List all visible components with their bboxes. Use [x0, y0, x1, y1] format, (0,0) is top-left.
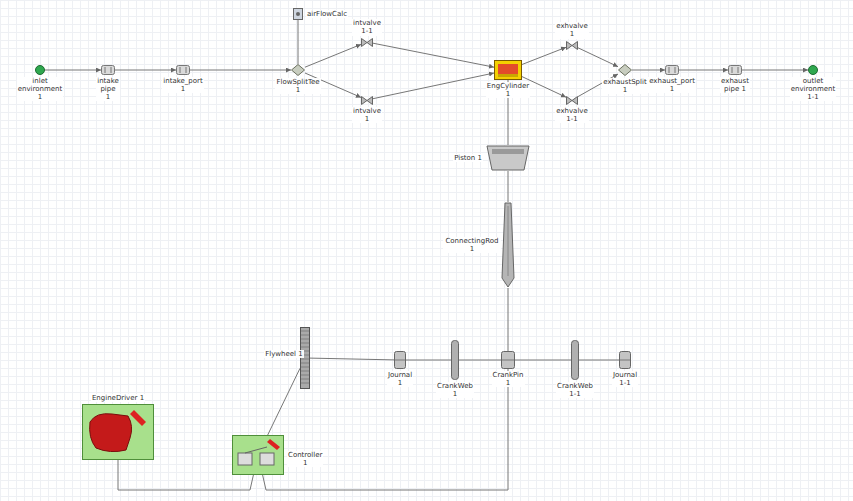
component-label: EngineDriver 1 [91, 394, 145, 402]
web-icon [451, 340, 459, 380]
connector-line [45, 70, 101, 71]
connector-line [115, 70, 176, 71]
dot-component: inlet environment 1 [35, 65, 45, 75]
component-label: intake pipe 1 [96, 77, 120, 101]
rod-component: ConnectingRod 1 [501, 202, 515, 288]
pin-component: CrankPin 1 [501, 351, 515, 369]
component-label: exhvalve 1-1 [555, 107, 589, 123]
journal-icon [619, 351, 631, 369]
component-label: exhaust pipe 1 [720, 77, 750, 93]
pipe-component: exhaust pipe 1 [728, 65, 742, 75]
component-label: Journal 1-1 [612, 371, 638, 387]
cyl-component: EngCylinder 1 [494, 60, 522, 80]
rod-icon [501, 202, 515, 288]
valve-icon [361, 38, 373, 47]
calc-icon [293, 8, 303, 20]
connector-line [742, 70, 808, 71]
component-label: intvalve 1-1 [352, 19, 382, 35]
fly-component: Flywheel 1 [300, 327, 310, 389]
component-label: airFlowCalc [306, 10, 348, 18]
valve-component: intvalve 1 [361, 96, 373, 105]
valve-component: exhvalve 1-1 [566, 96, 578, 105]
connector-line [298, 20, 299, 64]
split-icon [618, 64, 632, 76]
connector-line [522, 47, 566, 64]
split-component: exhaustSplit 1 [618, 64, 632, 76]
component-label: ConnectingRod 1 [443, 237, 501, 253]
pipe-component: intake pipe 1 [101, 65, 115, 75]
driver-icon [82, 404, 154, 460]
dot-icon [35, 65, 45, 75]
fly-icon [300, 327, 310, 389]
piston-icon [486, 145, 530, 171]
pipe-icon [101, 65, 115, 75]
cyl-icon [494, 60, 522, 80]
connector-line [310, 358, 394, 360]
component-label: EngCylinder 1 [486, 82, 530, 98]
ctrl-icon [232, 435, 284, 475]
connector-line [508, 288, 509, 351]
component-label: CrankWeb 1 [436, 382, 474, 398]
web-component: CrankWeb 1-1 [571, 340, 579, 380]
component-label: FlowSplitTee 1 [275, 78, 320, 94]
component-label: CrankWeb 1-1 [556, 382, 594, 398]
piston-component: Piston 1 [486, 145, 530, 171]
component-label: intvalve 1 [352, 107, 382, 123]
connector-line [459, 360, 501, 361]
split-component: FlowSplitTee 1 [291, 64, 305, 76]
connector-line [373, 43, 494, 67]
component-label: Controller 1 [287, 451, 323, 467]
connector-line [515, 360, 571, 361]
split-icon [291, 64, 305, 76]
valve-component: exhvalve 1 [566, 41, 578, 50]
component-label: exhaust_port 1 [648, 77, 696, 93]
web-icon [571, 340, 579, 380]
connector-line [305, 44, 361, 67]
connector-line [508, 171, 509, 202]
connector-line [373, 73, 494, 99]
component-label: intake_port 1 [162, 77, 203, 93]
pin-icon [501, 351, 515, 369]
pipe-icon [176, 65, 190, 75]
pipe-icon [665, 65, 679, 75]
journal-icon [394, 351, 406, 369]
component-label: CrankPin 1 [492, 371, 525, 387]
connector-line [406, 360, 451, 361]
component-label: Flywheel 1 [264, 350, 304, 358]
connector-line [263, 369, 508, 490]
web-component: CrankWeb 1 [451, 340, 459, 380]
component-label: inlet environment 1 [17, 77, 64, 101]
pipe-component: exhaust_port 1 [665, 65, 679, 75]
journal-component: Journal 1 [394, 351, 406, 369]
connector-line [579, 360, 619, 361]
connector-line [190, 70, 291, 71]
component-label: outlet environment 1-1 [790, 77, 837, 101]
component-label: exhvalve 1 [555, 22, 589, 38]
dot-component: outlet environment 1-1 [808, 65, 818, 75]
valve-icon [566, 41, 578, 50]
ctrl-component: Controller 1 [232, 435, 284, 475]
journal-component: Journal 1-1 [619, 351, 631, 369]
dot-icon [808, 65, 818, 75]
connector-line [679, 70, 728, 71]
pipe-icon [728, 65, 742, 75]
driver-component: EngineDriver 1 [82, 404, 154, 460]
component-label: exhaustSplit 1 [602, 78, 647, 94]
component-label: Piston 1 [453, 154, 483, 162]
connector-line [632, 70, 665, 71]
connector-line [578, 48, 618, 67]
valve-icon [566, 96, 578, 105]
component-label: Journal 1 [387, 371, 413, 387]
pipe-component: intake_port 1 [176, 65, 190, 75]
calc-component: airFlowCalc [293, 8, 303, 20]
valve-component: intvalve 1-1 [361, 38, 373, 47]
valve-icon [361, 96, 373, 105]
connector-line [268, 368, 300, 435]
